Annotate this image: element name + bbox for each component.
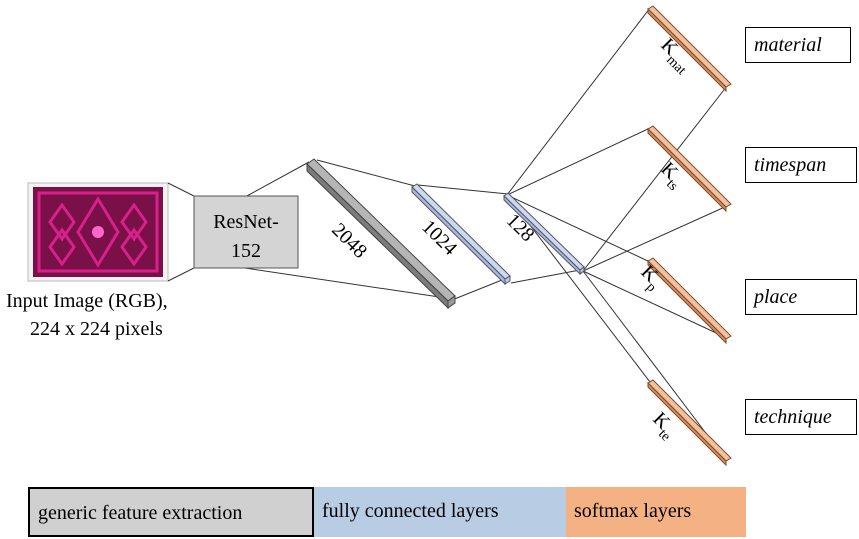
output-material: material — [745, 27, 851, 63]
softmax-bar-timespan — [647, 125, 732, 213]
layer-1024 — [411, 183, 511, 286]
softmax-bar-material — [647, 5, 732, 93]
layer-2048 — [306, 158, 456, 310]
layer-128 — [503, 192, 585, 276]
output-timespan: timespan — [745, 147, 857, 183]
softmax-bar-technique — [647, 379, 732, 467]
input-caption-line2: 224 x 224 pixels — [30, 318, 163, 340]
softmax-bar-place — [647, 257, 732, 345]
output-place: place — [745, 279, 857, 315]
input-caption-line1: Input Image (RGB), — [6, 290, 168, 312]
legend-softmax-layers: softmax layers — [566, 487, 746, 537]
layer-128-label: 128 — [502, 209, 539, 246]
legend-generic-feature-extraction: generic feature extraction — [28, 487, 314, 537]
resnet-label-line2: 152 — [231, 240, 261, 262]
output-technique: technique — [745, 399, 857, 435]
resnet-box — [193, 195, 299, 269]
resnet-label-line1: ResNet- — [213, 211, 279, 233]
legend-fully-connected-layers: fully connected layers — [314, 487, 566, 537]
input-image — [27, 182, 169, 282]
